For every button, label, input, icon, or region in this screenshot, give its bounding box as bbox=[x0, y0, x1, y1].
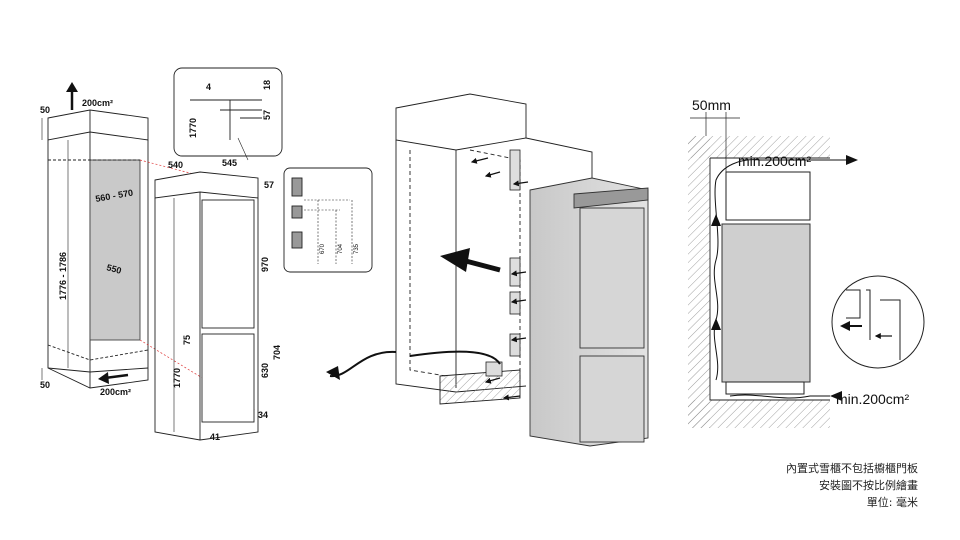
power-cord bbox=[329, 350, 501, 378]
airflow-arrows-icon bbox=[711, 155, 858, 401]
dim-50-bottom: 50 bbox=[40, 380, 50, 390]
screw-arrows bbox=[470, 157, 529, 401]
detail-670: 670 bbox=[320, 243, 326, 254]
detail-dim-57: 57 bbox=[262, 110, 272, 120]
insert-arrow-icon bbox=[440, 248, 501, 273]
dim-75-label: 75 bbox=[182, 335, 192, 345]
fridge-unit bbox=[529, 177, 649, 447]
detail-callout-hinge bbox=[283, 167, 373, 273]
fridge-outline bbox=[154, 171, 259, 441]
vent-arrow-in-icon bbox=[98, 372, 129, 384]
detail-704: 704 bbox=[338, 243, 344, 254]
width-label: 540 bbox=[168, 160, 183, 170]
niche-height-label: 1776 - 1786 bbox=[58, 252, 68, 300]
dim-50-top: 50 bbox=[40, 105, 50, 115]
door-704-label: 704 bbox=[272, 345, 282, 360]
detail-dim-4: 4 bbox=[206, 82, 211, 92]
airflow-path bbox=[713, 159, 850, 399]
top-57-label: 57 bbox=[264, 180, 274, 190]
vent-bottom-min-label: min.200cm² bbox=[836, 391, 909, 407]
note-not-to-scale: 安裝圖不按比例繪畫 bbox=[819, 479, 918, 492]
detail-dim-1770: 1770 bbox=[188, 118, 198, 138]
note-units: 單位: 毫米 bbox=[866, 496, 918, 509]
niche-diagram bbox=[41, 109, 256, 411]
vent-top-label: 200cm² bbox=[82, 98, 113, 108]
vent-bottom-label: 200cm² bbox=[100, 387, 131, 397]
detail-dim-18: 18 bbox=[262, 80, 272, 90]
gap-50mm-label: 50mm bbox=[692, 97, 731, 113]
niche-depth-label: 550 bbox=[105, 262, 122, 276]
detail-callout-top bbox=[173, 67, 283, 161]
dim-34-label: 34 bbox=[258, 410, 268, 420]
note-no-cabinet-door: 內置式雪櫃不包括櫥櫃門板 bbox=[786, 462, 918, 475]
door-970-label: 970 bbox=[260, 257, 270, 272]
vent-top-min-label: min.200cm² bbox=[738, 153, 811, 169]
zoom-detail-circle bbox=[831, 275, 925, 369]
depth-label: 545 bbox=[222, 158, 237, 168]
dim-41-label: 41 bbox=[210, 432, 220, 442]
door-630-label: 630 bbox=[260, 363, 270, 378]
ventilation-diagram bbox=[688, 112, 830, 428]
plug-icon bbox=[326, 366, 340, 380]
height-1770-label: 1770 bbox=[172, 368, 182, 388]
vent-arrow-up-icon bbox=[66, 82, 78, 110]
detail-735: 735 bbox=[354, 243, 360, 254]
